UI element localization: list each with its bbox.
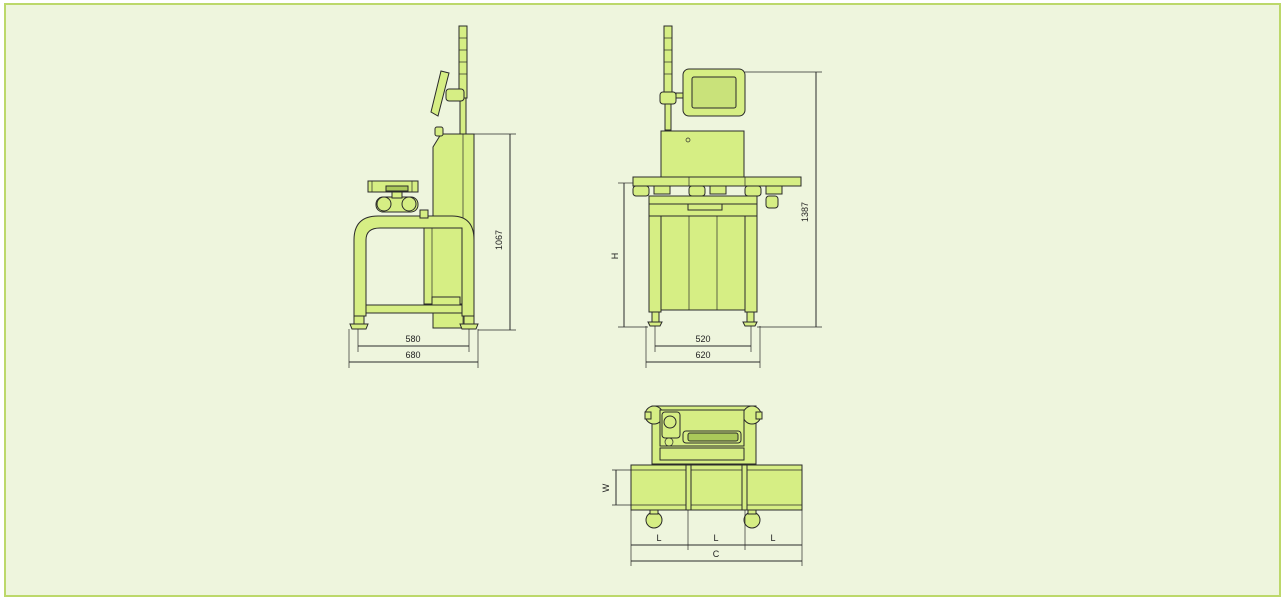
side-view: 1067 580 680 xyxy=(348,25,516,368)
monitor-arm xyxy=(445,88,465,102)
top-view: W L L L C xyxy=(601,405,803,566)
top-segment-label-1: L xyxy=(656,533,661,543)
monitor-screen xyxy=(691,76,737,109)
side-outer-width-label: 680 xyxy=(405,350,420,360)
side-inner-width-label: 580 xyxy=(405,334,420,344)
front-right-leg xyxy=(744,215,758,313)
monitor-side xyxy=(430,70,450,117)
top-total-length-label: C xyxy=(713,549,720,559)
front-inner-width-label: 520 xyxy=(695,334,710,344)
front-conveyor xyxy=(632,176,802,187)
front-view: 1387 H 520 620 xyxy=(610,25,822,368)
front-signal-tower xyxy=(663,25,673,93)
front-outer-width-label: 620 xyxy=(695,350,710,360)
top-width-label: W xyxy=(601,483,611,492)
top-conveyor xyxy=(630,464,803,511)
front-cabinet xyxy=(660,130,745,180)
front-total-height-label: 1387 xyxy=(800,202,810,222)
display-pole xyxy=(459,97,467,135)
front-belt-height-label: H xyxy=(610,253,620,260)
top-segment-label-2: L xyxy=(713,533,718,543)
top-segment-label-3: L xyxy=(770,533,775,543)
side-height-label: 1067 xyxy=(494,230,504,250)
front-left-leg xyxy=(648,215,662,313)
